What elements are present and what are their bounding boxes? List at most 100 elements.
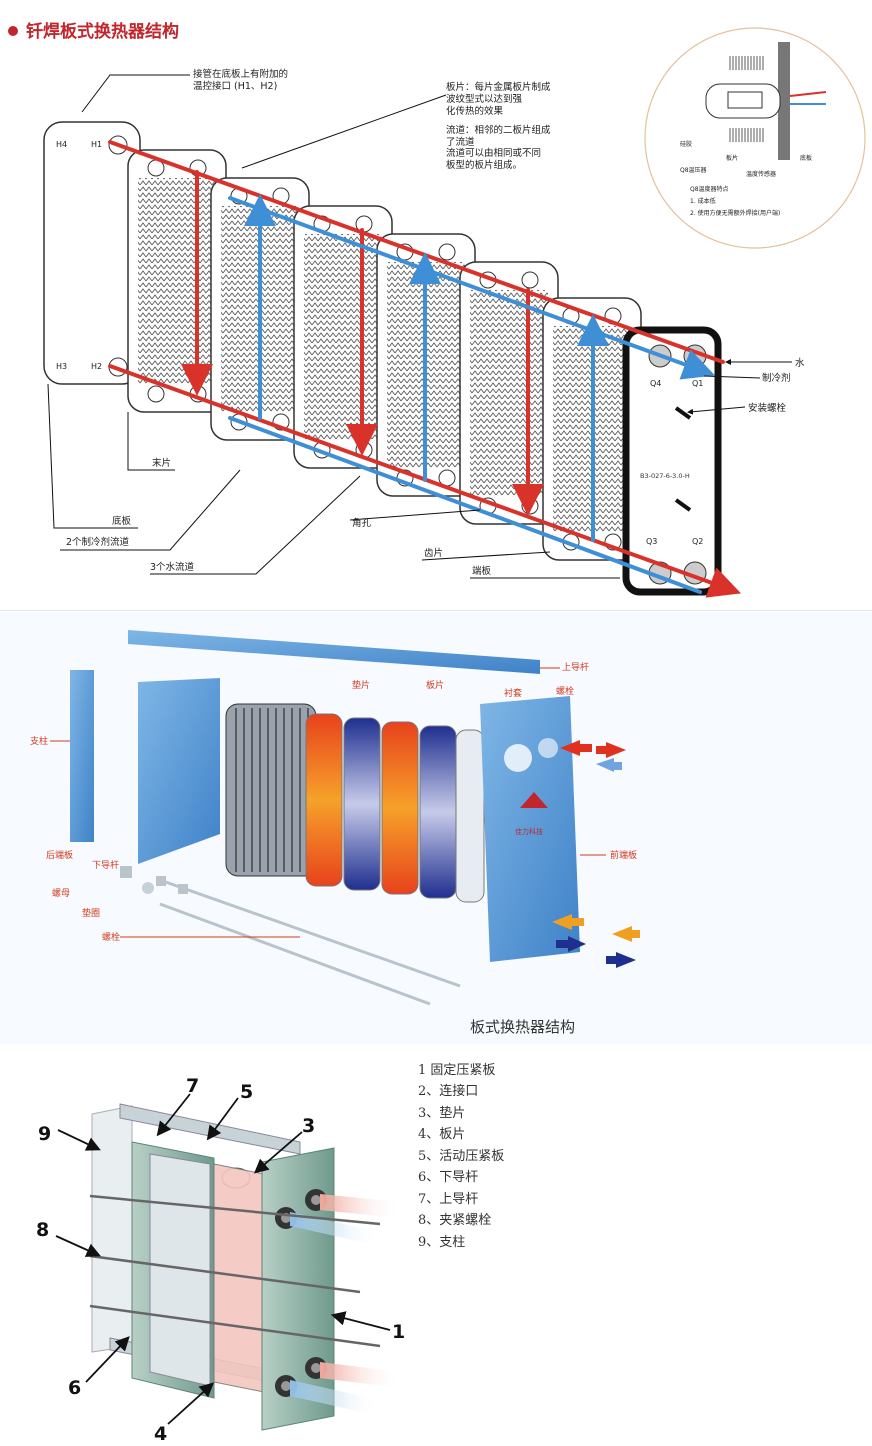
label-refrigerant: 制冷剂 [762,372,791,384]
brazed-phe-diagram: 钎焊板式换热器结构 H4 H1 H3 H2 Q4 Q1 Q3 Q2 B3-027… [0,0,872,610]
hot-stream-2 [320,1362,400,1388]
label-plate: 板片 [426,679,444,691]
label-rear-plate: 后端板 [46,849,73,861]
label-nut: 螺母 [52,888,70,899]
callout-5: 5 [240,1081,253,1103]
label-bolt: 螺栓 [102,931,120,943]
callout-channel-note-2: 流道可以由相同或不同板型的板片组成。 [446,147,541,171]
port-label-h4: H4 [56,140,67,149]
inset-label-q8: Q8温压器 [680,166,707,174]
label-water-channels: 3个水流道 [150,561,195,573]
legend-item-9: 9、支柱 [418,1235,465,1250]
label-lower-rod: 下导杆 [92,859,119,871]
inset-feature-1: 1. 成本低 [690,197,716,205]
clamping-bolts [89,1194,381,1348]
logo-mark [520,792,548,808]
sensor-inset: 硅胶 Q8温压器 板片 温度传感器 底板 Q8温度器特点 1. 成本低 2. 使… [644,27,866,249]
tie-bolts [159,878,461,1006]
legend-item-8: 8、夹紧螺栓 [418,1213,491,1228]
cold-stream-1 [290,1212,380,1246]
diagram-caption: 板式换热器结构 [470,1018,575,1036]
page-title: 钎焊板式换热器结构 [26,21,179,42]
parts-legend: 1 固定压紧板 2、连接口 3、垫片 4、板片 5、活动压紧板 6、下导杆 7、… [418,1063,504,1250]
legend-item-3: 3、垫片 [418,1105,465,1121]
label-upper-rod: 上导杆 [562,661,589,673]
callout-plate-note: 板片：每片金属板片制成波纹型式以达到强化传热的效果 [446,81,551,117]
nut-3 [178,884,188,894]
label-corner-hole: 角孔 [352,517,372,529]
front-port-top-2 [538,738,558,758]
label-water: 水 [795,357,805,369]
assembled-phe-svg: 7 5 3 9 8 1 6 4 1 固定压紧板 2、连接口 3、垫片 4、板片 … [36,1063,504,1445]
port-label-q2: Q2 [692,537,703,546]
port-label-h1: H1 [91,140,102,149]
label-liner: 衬套 [504,687,522,699]
label-mounting-bolt: 安装螺栓 [748,402,787,414]
assembled-phe-diagram: 7 5 3 9 8 1 6 4 1 固定压紧板 2、连接口 3、垫片 4、板片 … [0,1046,872,1446]
callout-channel-note: 流道：相邻的二板片组成了流道 [446,124,551,148]
divider [0,610,872,611]
label-end-plate: 末片 [152,457,171,469]
callout-8: 8 [36,1219,49,1241]
rear-end-plate [138,678,220,864]
plate-stack [127,149,642,561]
support-column [70,670,94,842]
legend-item-4: 4、板片 [418,1127,465,1142]
inset-label-base: 底板 [800,154,812,162]
port-h1 [108,135,128,155]
label-bolt-top: 螺栓 [556,685,574,697]
label-washer: 垫圈 [82,907,100,919]
logo-text: 佳力科技 [515,827,543,836]
brazed-phe-svg: 钎焊板式换热器结构 H4 H1 H3 H2 Q4 Q1 Q3 Q2 B3-027… [8,21,866,598]
label-front-plate: 端板 [472,565,492,577]
model-number: B3-027-6-3.0-H [640,472,690,480]
flow-arrows [552,740,640,968]
callout-6: 6 [68,1377,81,1399]
callout-ports-note-1: 接管在底板上有附加的温控接口 (H1、H2) [193,68,288,92]
exploded-plates [305,713,485,903]
port-label-q3: Q3 [646,537,657,546]
inset-features-title: Q8温度器特点 [690,185,729,193]
label-front-plate: 前端板 [610,849,637,861]
support-column-3 [91,1105,133,1353]
callout-7: 7 [186,1075,199,1097]
cold-stream-2 [290,1380,380,1416]
port-label-q1: Q1 [692,379,703,388]
callout-4: 4 [154,1423,167,1445]
washer-1 [142,882,154,894]
callout-1: 1 [392,1321,405,1343]
front-port-top [504,744,532,772]
base-plate [43,121,141,385]
label-sealing-sheet: 齿片 [424,547,443,559]
water-flow [228,194,716,594]
nut-2 [156,876,166,886]
inset-label-plate: 板片 [726,154,738,162]
callout-9: 9 [38,1123,51,1145]
label-base-plate: 底板 [112,515,132,527]
inset-label-silicone: 硅胶 [680,140,692,148]
inset-feature-2: 2. 使用方便无需额外焊接(用户端) [690,209,780,217]
callout-3: 3 [302,1115,315,1137]
port-label-h3: H3 [56,362,67,371]
inset-label-sensor: 温度传感器 [746,170,776,178]
label-support: 支柱 [30,735,48,747]
legend-item-7: 7、上导杆 [418,1192,478,1207]
label-refrigerant-channels: 2个制冷剂流道 [66,536,130,548]
legend-item-6: 6、下导杆 [418,1170,478,1185]
legend-item-5: 5、活动压紧板 [418,1149,504,1164]
port-label-q4: Q4 [650,379,661,388]
nut-1 [120,866,132,878]
legend-item-1: 1 固定压紧板 [418,1063,495,1078]
legend-item-2: 2、连接口 [418,1083,478,1099]
number-callouts [55,1093,391,1425]
upper-guide-rod [128,630,540,674]
port-label-h2: H2 [91,362,102,371]
gasketed-phe-svg: 佳力科技 上导杆 垫片 板片 衬套 螺栓 支柱 后端板 下导杆 [0,612,872,1044]
label-gasket: 垫片 [352,679,370,691]
title-bullet [8,26,18,36]
mounting-bolt-bottom [674,498,692,512]
mounting-bolt-top [674,406,692,420]
gasketed-phe-exploded: 佳力科技 上导杆 垫片 板片 衬套 螺栓 支柱 后端板 下导杆 [0,612,872,1044]
plate-pack [225,703,317,877]
hot-stream-1 [320,1194,400,1218]
